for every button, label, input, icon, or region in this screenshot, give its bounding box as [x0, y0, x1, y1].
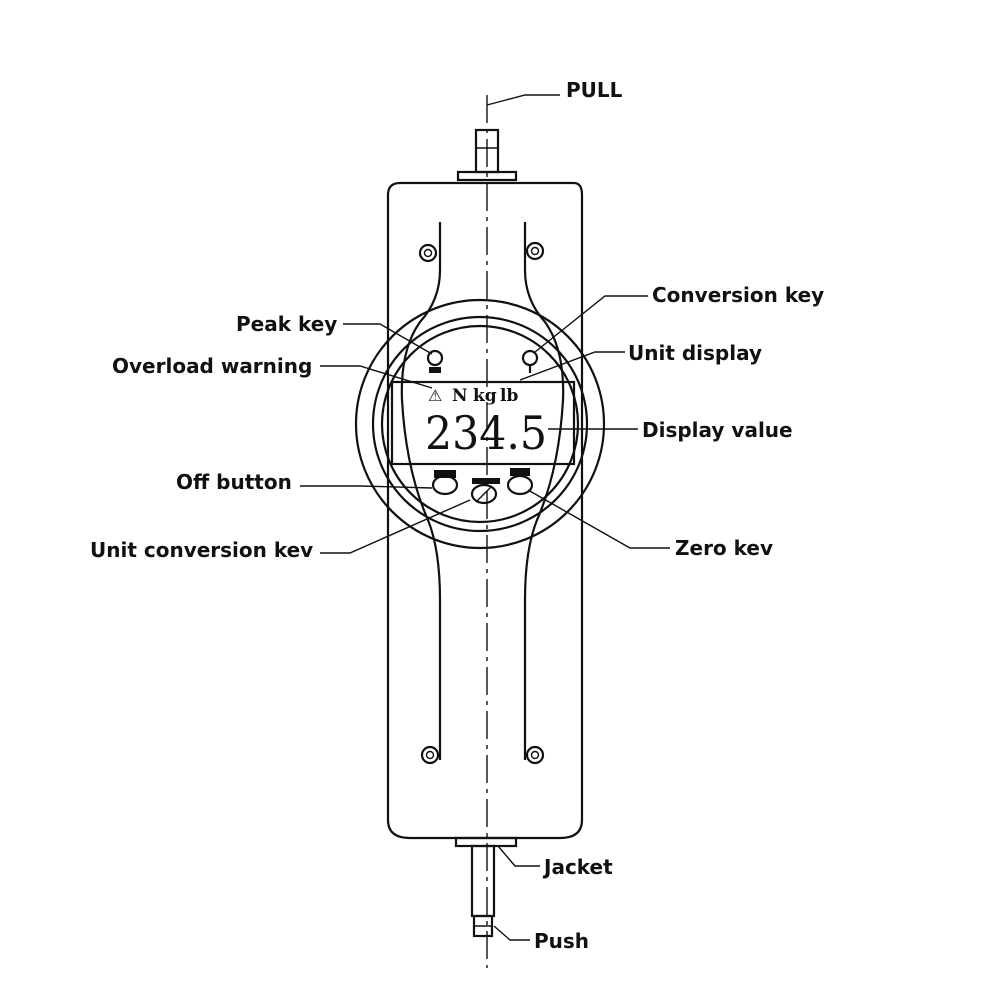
leader-lines — [300, 94, 670, 941]
conversion-key[interactable] — [521, 349, 539, 373]
unit-n: N — [452, 386, 468, 406]
display-bezel-inner — [371, 315, 589, 533]
unit-lb: lb — [500, 386, 518, 406]
label-jacket: Jacket — [542, 855, 613, 879]
label-unit-display: Unit display — [628, 341, 762, 365]
label-peak-key: Peak key — [236, 312, 337, 336]
label-display-value: Display value — [642, 418, 793, 442]
peak-key[interactable] — [426, 349, 444, 373]
label-zero-key: Zero kev — [675, 536, 773, 560]
jacket — [454, 836, 518, 848]
screw-icon-bottom-left — [420, 745, 440, 765]
screw-icon-top-right — [525, 241, 545, 261]
unit-kg: kg — [473, 386, 497, 406]
push-rod — [470, 844, 496, 938]
label-pull: PULL — [566, 78, 623, 102]
right-grip-groove — [523, 222, 565, 760]
display-value: 234.5 — [425, 406, 547, 460]
screw-icon-bottom-right — [525, 745, 545, 765]
overload-warning-icon: ⚠ — [428, 386, 442, 405]
display-bezel-outer — [354, 298, 606, 550]
label-off-button: Off button — [176, 470, 292, 494]
label-overload-warning: Overload warning — [112, 354, 312, 378]
label-conversion-key: Conversion key — [652, 283, 824, 307]
display-face — [380, 324, 580, 524]
label-push: Push — [534, 929, 589, 953]
lcd-screen — [390, 380, 576, 466]
pull-rod — [456, 128, 518, 182]
zero-key[interactable] — [506, 468, 534, 496]
label-unit-conversion-key: Unit conversion kev — [90, 538, 313, 562]
unit-conversion-key[interactable] — [470, 478, 500, 505]
off-button[interactable] — [431, 470, 459, 496]
screw-icon-top-left — [418, 243, 438, 263]
gauge-body — [386, 181, 584, 840]
